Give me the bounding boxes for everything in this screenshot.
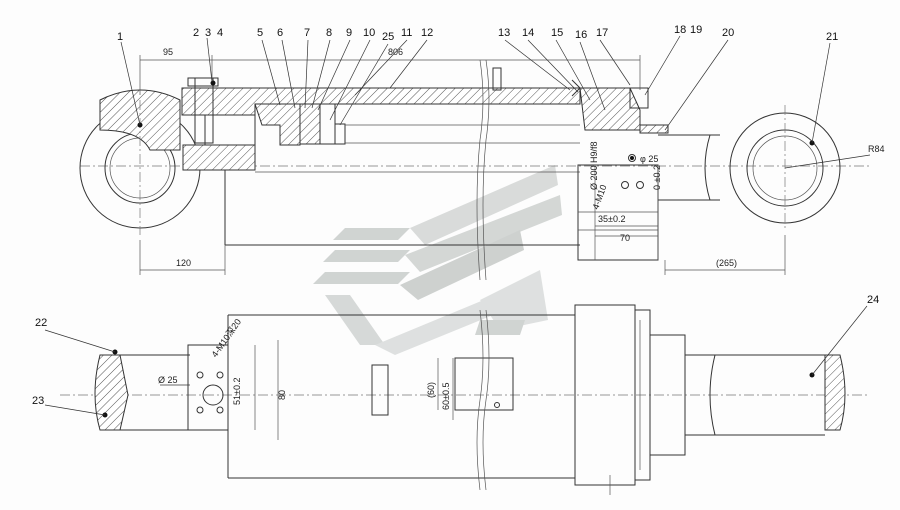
part-14: 14: [522, 27, 534, 39]
watermark-logo: [313, 165, 562, 355]
part-15: 15: [551, 27, 563, 39]
part-20: 20: [722, 27, 734, 39]
part-12: 12: [421, 27, 433, 39]
part-number-labels: 1 2 3 4 5 6 7 8 9 10 25 11 12 13 14 15 1…: [32, 24, 879, 416]
part-9: 9: [346, 27, 352, 39]
top-dimensions: [139, 55, 786, 275]
bottom-dimensions: [160, 340, 454, 440]
dim-phi25-bottom: Ø 25: [158, 375, 178, 385]
dim-60: 60±0.5: [441, 383, 451, 410]
part-10: 10: [363, 27, 375, 39]
dim-51: 51±0.2: [232, 378, 242, 405]
part-5: 5: [257, 27, 263, 39]
dim-80: 80: [277, 390, 287, 400]
dim-bore: Ø 200 H9/f8: [589, 141, 599, 190]
dim-phi25-top: φ 25: [640, 154, 658, 164]
dim-120: 120: [176, 258, 191, 268]
part-18: 18: [674, 24, 686, 36]
dim-35: 35±0.2: [598, 214, 625, 224]
part-21: 21: [826, 31, 838, 43]
part-22: 22: [35, 317, 47, 329]
part-11: 11: [401, 27, 412, 39]
part-8: 8: [326, 27, 332, 39]
part-17: 17: [596, 27, 608, 39]
dim-95: 95: [163, 47, 173, 57]
part-6: 6: [277, 27, 283, 39]
top-view-cylinder: [79, 59, 871, 281]
dim-tol-top: 0 ±0.2: [652, 165, 662, 190]
part-23: 23: [32, 395, 44, 407]
part-19: 19: [690, 24, 702, 36]
part-2: 2: [193, 27, 199, 39]
part-25: 25: [382, 31, 394, 43]
part-3: 3: [205, 27, 211, 39]
dim-m10-bottom: 4-M10深20: [209, 317, 243, 359]
part-24: 24: [867, 294, 879, 306]
part-4: 4: [217, 27, 223, 39]
dim-70: 70: [620, 233, 630, 243]
part-16: 16: [575, 29, 587, 41]
part-7: 7: [304, 27, 310, 39]
dim-60p: (60): [426, 382, 436, 398]
bottom-view-cylinder: [60, 304, 870, 495]
dim-r84: R84: [868, 144, 885, 154]
dim-806: 806: [388, 47, 403, 57]
dim-265: (265): [716, 258, 737, 268]
part-13: 13: [498, 27, 510, 39]
part-1: 1: [117, 31, 123, 43]
